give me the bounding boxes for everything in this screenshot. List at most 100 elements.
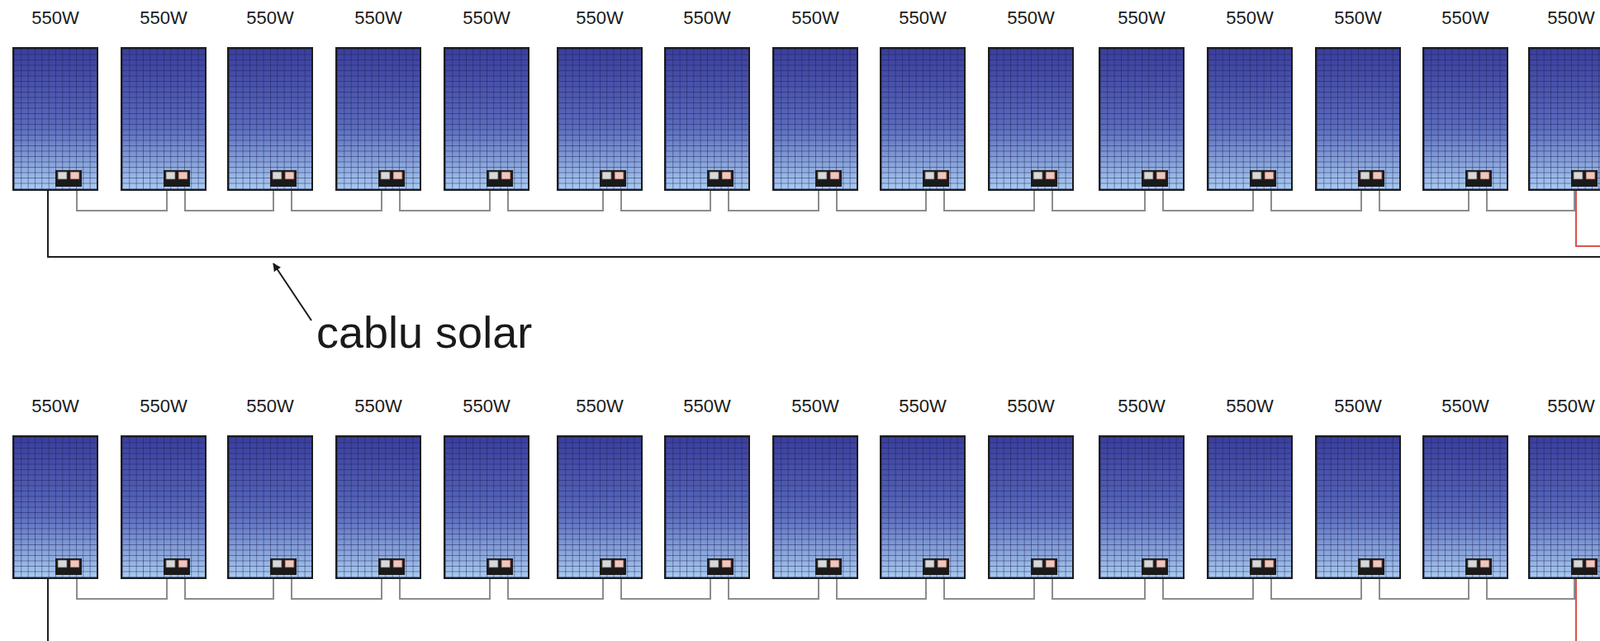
solar-panel-node: 550W: [1528, 7, 1600, 191]
power-rating: 550W: [335, 395, 422, 418]
solar-panel: [664, 435, 751, 580]
solar-panel: [556, 435, 643, 580]
red-cable: [1575, 576, 1577, 641]
power-rating: 550W: [772, 395, 859, 418]
power-rating: 550W: [556, 7, 643, 29]
series-wire: [836, 187, 926, 211]
series-wire: [944, 575, 1035, 599]
solar-panel-node: 550W: [335, 395, 422, 580]
series-wire: [836, 575, 926, 599]
power-rating: 550W: [1098, 395, 1185, 418]
series-wire: [399, 575, 490, 599]
solar-panel-node: 550W: [1206, 395, 1293, 580]
power-rating: 550W: [12, 395, 99, 418]
power-rating: 550W: [335, 7, 422, 29]
series-wire: [1163, 575, 1254, 599]
power-rating: 550W: [1422, 7, 1509, 29]
solar-panel: [772, 47, 859, 191]
solar-panel: [1528, 435, 1600, 580]
power-rating: 550W: [1422, 395, 1509, 418]
solar-panel: [120, 435, 207, 580]
series-wire: [944, 187, 1035, 211]
series-wire: [1271, 575, 1362, 599]
solar-panel: [772, 435, 859, 580]
power-rating: 550W: [879, 395, 966, 418]
series-wire: [185, 187, 274, 211]
series-wire: [728, 187, 819, 211]
solar-panel: [12, 435, 99, 580]
solar-panel-node: 550W: [443, 395, 530, 580]
series-wire: [621, 575, 711, 599]
series-wire: [76, 187, 167, 211]
series-wire: [185, 575, 274, 599]
solar-panel-node: 550W: [443, 7, 530, 191]
series-wire: [291, 575, 382, 599]
solar-panel: [227, 47, 314, 191]
solar-panel: [1422, 47, 1509, 191]
power-rating: 550W: [443, 395, 530, 418]
solar-panel: [879, 435, 966, 580]
solar-panel-node: 550W: [664, 7, 751, 191]
power-rating: 550W: [120, 395, 207, 418]
solar-panel-node: 550W: [879, 395, 966, 580]
power-rating: 550W: [1315, 395, 1401, 418]
power-rating: 550W: [227, 7, 314, 29]
series-wire: [1052, 575, 1145, 599]
solar-panel-node: 550W: [1528, 395, 1600, 580]
solar-panel-node: 550W: [120, 7, 207, 191]
series-wire: [1052, 187, 1145, 211]
cable-label: cablu solar: [316, 307, 532, 357]
leader-arrow: [273, 263, 312, 321]
power-rating: 550W: [1098, 7, 1185, 29]
power-rating: 550W: [987, 7, 1074, 29]
solar-panel: [443, 47, 530, 191]
series-wire: [621, 187, 711, 211]
solar-panel-node: 550W: [556, 395, 643, 580]
solar-panel: [1206, 435, 1293, 580]
power-rating: 550W: [227, 395, 314, 418]
solar-panel-node: 550W: [227, 395, 314, 580]
power-rating: 550W: [664, 395, 751, 418]
red-cable: [1576, 186, 1600, 247]
power-rating: 550W: [556, 395, 643, 418]
solar-panel-node: 550W: [12, 395, 99, 580]
solar-panel: [443, 435, 530, 580]
solar-panel: [335, 435, 422, 580]
solar-panel-node: 550W: [12, 7, 99, 191]
solar-panel: [556, 47, 643, 191]
series-wire: [1486, 575, 1575, 599]
solar-panel-node: 550W: [556, 7, 643, 191]
power-rating: 550W: [12, 7, 99, 29]
solar-panel-node: 550W: [1098, 395, 1185, 580]
solar-panel-node: 550W: [772, 7, 859, 191]
solar-panel: [1315, 47, 1401, 191]
solar-panel-node: 550W: [772, 395, 859, 580]
power-rating: 550W: [120, 7, 207, 29]
solar-panel-node: 550W: [987, 395, 1074, 580]
series-wire: [76, 575, 167, 599]
power-rating: 550W: [1315, 7, 1401, 29]
solar-panel: [987, 435, 1074, 580]
solar-panel-node: 550W: [1315, 7, 1401, 191]
solar-panel: [664, 47, 751, 191]
series-wire: [728, 575, 819, 599]
solar-panel: [335, 47, 422, 191]
solar-panel-node: 550W: [1206, 7, 1293, 191]
solar-panel: [879, 47, 966, 191]
power-rating: 550W: [1528, 395, 1600, 418]
solar-panel-node: 550W: [1422, 395, 1509, 580]
solar-panel: [1422, 435, 1509, 580]
solar-panel: [1206, 47, 1293, 191]
series-wire: [291, 187, 382, 211]
series-wire: [508, 187, 603, 211]
solar-panel: [987, 47, 1074, 191]
solar-panel: [1315, 435, 1401, 580]
solar-panel-node: 550W: [1098, 7, 1185, 191]
solar-panel-node: 550W: [227, 7, 314, 191]
solar-panel: [1098, 47, 1185, 191]
power-rating: 550W: [443, 7, 530, 29]
power-rating: 550W: [772, 7, 859, 29]
power-rating: 550W: [664, 7, 751, 29]
series-wire: [1486, 187, 1575, 211]
return-cable: [47, 186, 1600, 257]
